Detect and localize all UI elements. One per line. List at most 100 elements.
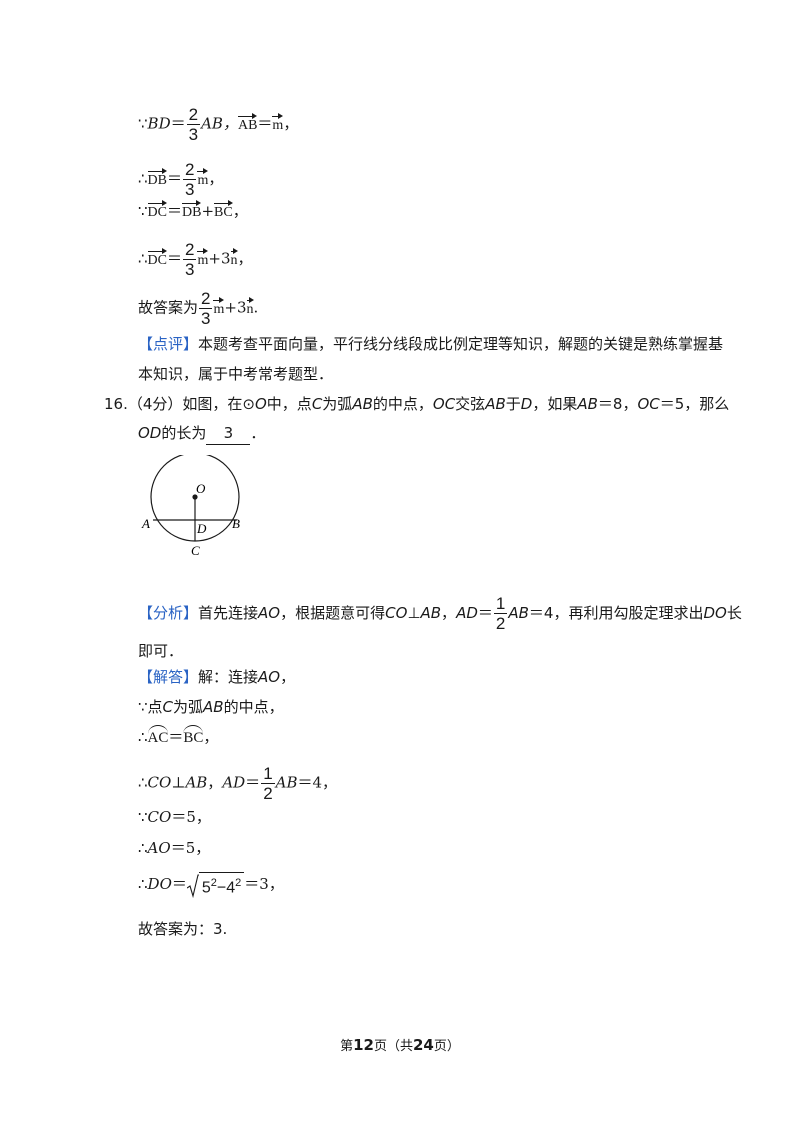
because-symbol: ∵ <box>138 202 148 220</box>
square-root: 52−42 <box>186 872 245 899</box>
equals: ＝ <box>167 249 183 268</box>
text: ＝4， <box>297 773 338 792</box>
numerator: 1 <box>261 764 275 784</box>
solution-line-6: ∴AO＝5， <box>138 837 210 859</box>
label-o: O <box>196 481 206 496</box>
because-symbol: ∵ <box>138 114 148 133</box>
question-number: 16. <box>104 395 128 413</box>
perp-symbol: ⊥ <box>171 773 186 792</box>
punct: ， <box>283 114 299 133</box>
text: 交弦 <box>455 395 486 413</box>
label-c: C <box>191 543 200 558</box>
plus: + <box>201 202 215 220</box>
exponent: 2 <box>210 877 217 889</box>
vector-m: m <box>272 112 283 134</box>
exponent: 2 <box>235 877 242 889</box>
numerator: 2 <box>199 289 213 309</box>
therefore-symbol: ∴ <box>138 249 148 268</box>
equals: ＝ <box>170 114 186 133</box>
equals: ＝ <box>245 773 261 792</box>
punct: ， <box>208 169 224 188</box>
radical-sign-icon <box>186 874 199 899</box>
arc-bc: BC <box>183 724 204 746</box>
text: ， <box>280 668 296 686</box>
minus: − <box>216 879 227 897</box>
text: ＝3， <box>244 875 284 894</box>
circle-figure: O A B D C <box>141 455 240 558</box>
text: ＝4，再利用勾股定理求出 <box>528 604 704 622</box>
segment-ab: AB <box>420 604 442 622</box>
review-text: 本题考查平面向量，平行线分线段成比例定理等知识，解题的关键是熟练掌握基 <box>198 335 724 353</box>
footer-text: 页（共 <box>373 1039 413 1054</box>
vector-dc: DC <box>147 200 168 221</box>
vector-n: n <box>230 247 238 269</box>
denominator: 2 <box>495 614 506 633</box>
segment-ab: AB， <box>201 114 238 133</box>
review-line-2: 本知识，属于中考常考题型． <box>138 363 333 385</box>
vector-db: DB <box>182 200 202 221</box>
segment-ab: AB <box>275 773 298 792</box>
vector-n: n <box>246 296 254 318</box>
punct: ， <box>207 773 223 792</box>
vector-ab: AB <box>237 112 258 134</box>
plus-three: +3 <box>208 249 231 268</box>
solution-line-3: ∴AC＝BC， <box>138 724 218 748</box>
text: ＝5， <box>170 839 211 857</box>
segment-oc: OC <box>637 395 660 413</box>
page-total: 24 <box>413 1036 434 1054</box>
base: 4 <box>226 879 236 897</box>
center-point-o <box>192 494 198 500</box>
equals: ＝ <box>257 114 273 133</box>
point-o: O <box>254 395 267 413</box>
because-symbol: ∵ <box>138 808 148 826</box>
question-score: （4分） <box>127 395 183 413</box>
therefore-symbol: ∴ <box>138 169 148 188</box>
text: ＝8， <box>597 395 638 413</box>
denominator: 3 <box>201 309 211 328</box>
footer-text: 第 <box>340 1039 354 1054</box>
denominator: 3 <box>185 260 195 279</box>
review-text: 本知识，属于中考常考题型． <box>138 365 334 383</box>
review-tag: 【点评】 <box>138 335 199 353</box>
numerator: 2 <box>183 240 197 260</box>
point-d: D <box>520 395 533 413</box>
numerator: 2 <box>186 105 201 125</box>
vector-bc: BC <box>214 200 233 221</box>
plus-three: +3 <box>224 298 247 317</box>
base: 5 <box>201 879 211 897</box>
therefore-symbol: ∴ <box>138 728 148 746</box>
solution-line-5: ∵CO＝5， <box>138 806 211 828</box>
text: 的中点， <box>372 395 433 413</box>
page-footer: 第12页（共24页） <box>0 1035 800 1054</box>
segment-do: DO <box>147 875 172 894</box>
analysis-line-2: 即可． <box>138 640 183 662</box>
punct: ， <box>232 202 248 220</box>
text: 首先连接 <box>198 604 259 622</box>
segment-ad: AD <box>456 604 478 622</box>
label-a: A <box>141 516 150 531</box>
review-line-1: 【点评】本题考查平面向量，平行线分线段成比例定理等知识，解题的关键是熟练掌握基 <box>138 333 723 355</box>
label-d: D <box>196 521 207 536</box>
text: 如图，在⊙ <box>182 395 255 413</box>
segment-ab: AB <box>203 698 224 716</box>
vector-m: m <box>197 167 208 189</box>
segment-ab: AB <box>185 773 208 792</box>
segment-do: DO <box>703 604 727 622</box>
arc-ac: AC <box>147 724 168 746</box>
segment-ab: AB <box>508 604 529 622</box>
page-number: 12 <box>353 1036 374 1054</box>
segment-ao: AO <box>258 668 281 686</box>
segment-od: OD <box>138 424 162 442</box>
equals: ＝ <box>477 604 493 622</box>
analysis-tag: 【分析】 <box>138 604 199 622</box>
numerator: 2 <box>183 160 197 180</box>
therefore-symbol: ∴ <box>138 839 148 857</box>
text: ＝5，那么 <box>659 395 730 413</box>
segment-ao: AO <box>147 839 171 857</box>
